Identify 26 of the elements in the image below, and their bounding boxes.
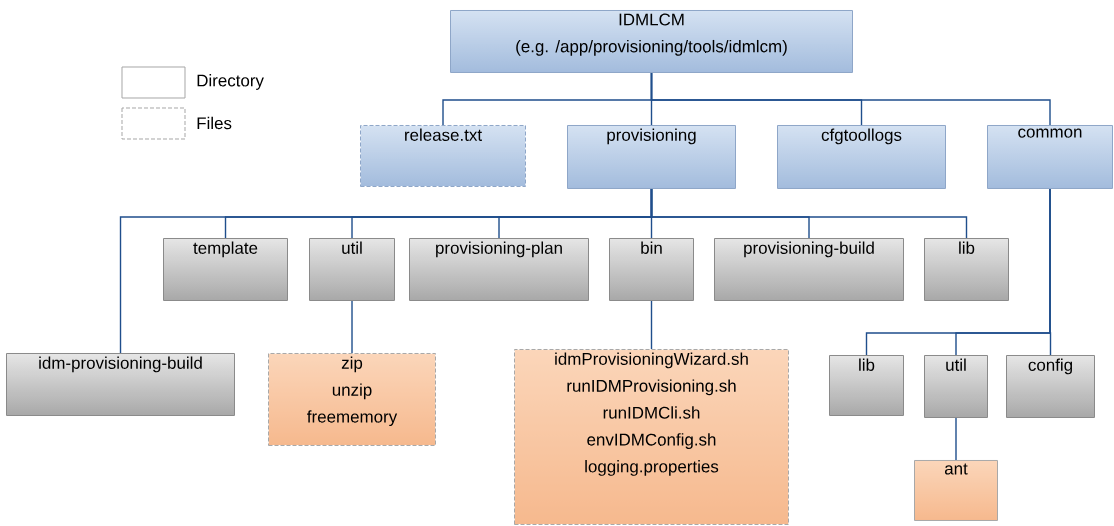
directory-box: template xyxy=(163,238,288,301)
connector-line xyxy=(955,417,957,461)
connector-line xyxy=(650,300,653,350)
directory-box: lib xyxy=(829,355,904,416)
connector-line xyxy=(650,72,1051,126)
directory-box: IDMLCM (e.g. /app/provisioning/tools/idmlcm) xyxy=(450,10,853,73)
legend-label: Directory xyxy=(197,74,264,90)
legend-label: Files xyxy=(197,116,232,130)
connector-line xyxy=(351,300,353,354)
directory-box: provisioning xyxy=(567,125,736,189)
directory-box: provisioning-build xyxy=(714,238,904,301)
directory-box: cfgtoollogs xyxy=(777,125,946,189)
directory-box: util xyxy=(309,238,395,301)
directory-box: common xyxy=(987,125,1113,189)
directory-box: provisioning-plan xyxy=(409,238,589,301)
directory-box: bin xyxy=(609,238,694,301)
directory-box: idm-provisioning-build xyxy=(6,353,235,416)
file-box: zip unzip freememory xyxy=(268,353,436,446)
directory-box: util xyxy=(924,355,988,418)
directory-box: lib xyxy=(924,238,1009,301)
connector-line xyxy=(650,188,968,239)
file-box: release.txt xyxy=(360,125,526,187)
file-box: idmProvisioningWizard.sh runIDMProvisioning.sh runIDMCli.sh envIDMConfig.sh logging.properties xyxy=(514,349,789,525)
directory-box: config xyxy=(1006,355,1095,418)
directory-box: ant xyxy=(914,460,998,521)
connector-line xyxy=(1049,188,1052,356)
